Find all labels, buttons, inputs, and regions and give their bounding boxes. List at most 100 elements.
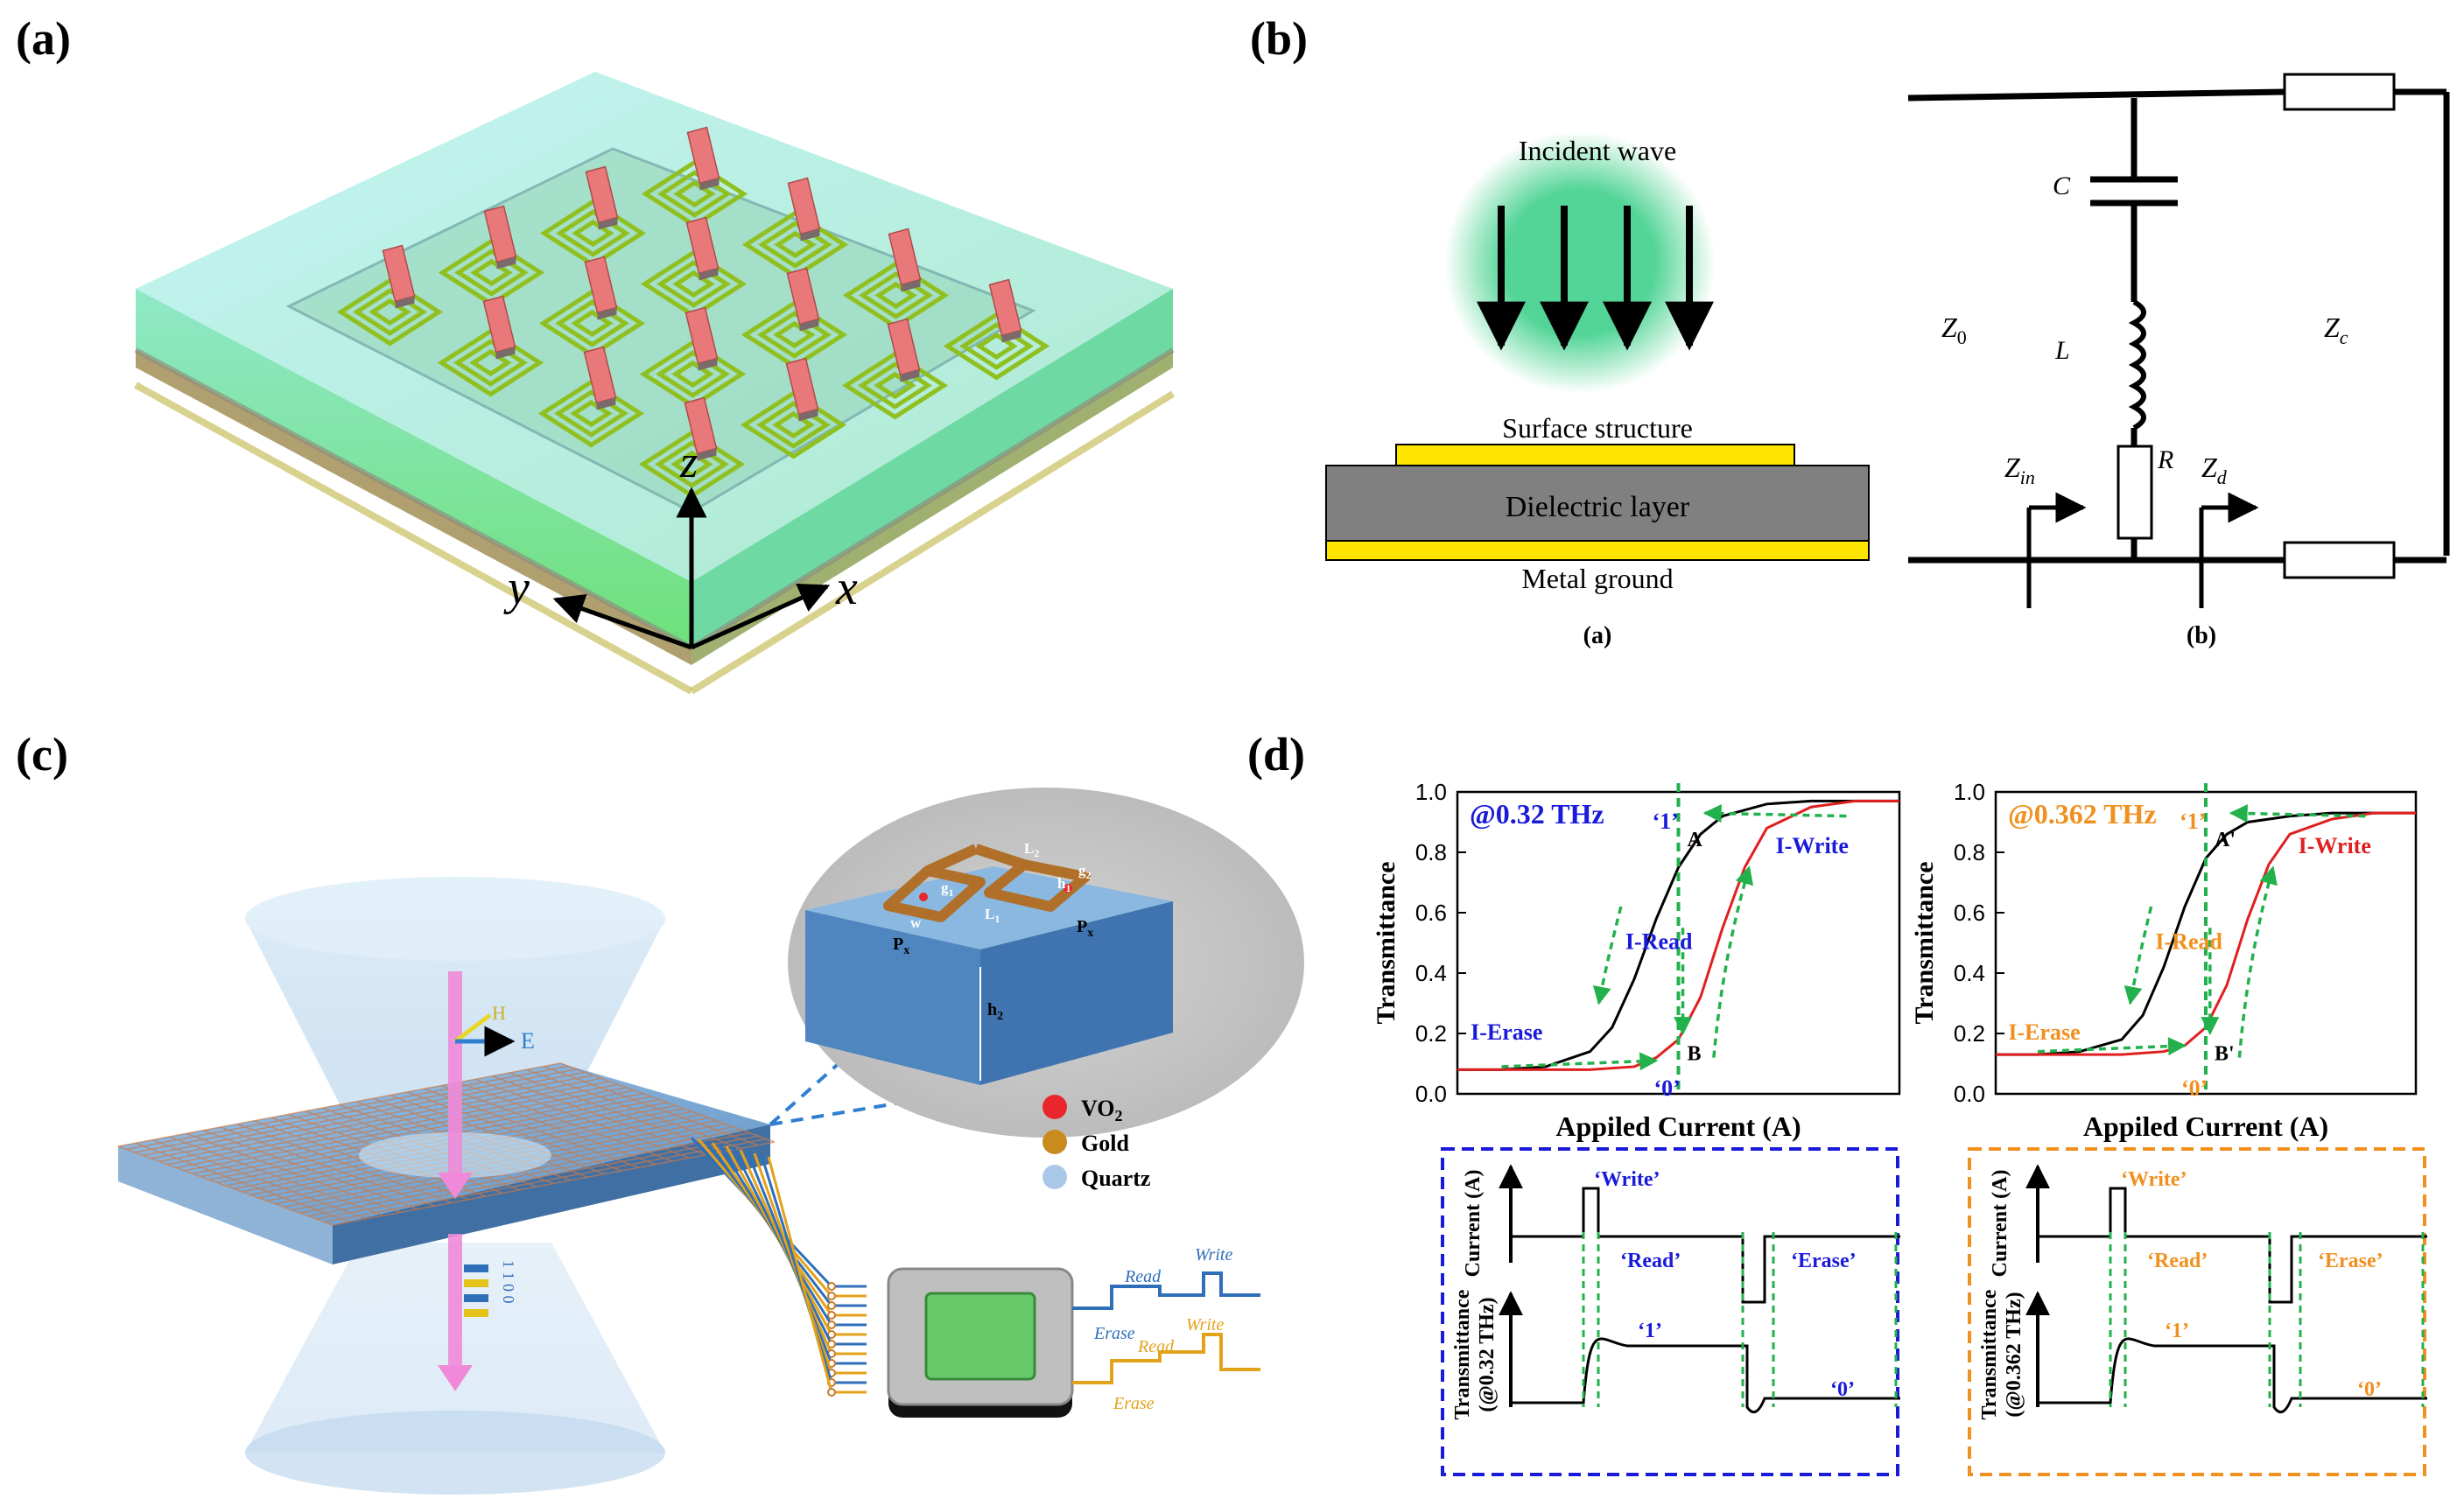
incident-wave-glow bbox=[1444, 131, 1716, 394]
panel-b-letter: (b) bbox=[1250, 12, 1308, 65]
y-tick-label: 0.6 bbox=[1415, 900, 1447, 926]
wire-pad bbox=[827, 1320, 836, 1329]
sub-caption-a: (a) bbox=[1583, 622, 1612, 649]
y-tick-label: 0.2 bbox=[1954, 1020, 1985, 1047]
i-write-label: I-Write bbox=[2299, 833, 2371, 858]
timing-state-1: ‘1’ bbox=[2165, 1320, 2189, 1342]
timing-right: Current (A)Transmittance(@0.362 THz)‘Wri… bbox=[1968, 1147, 2427, 1476]
transmittance-waveform bbox=[2038, 1337, 2427, 1414]
unit-cell-front bbox=[805, 910, 980, 1085]
spiral-ring bbox=[437, 328, 544, 397]
series-line bbox=[1996, 811, 2416, 1056]
bit-pattern: 1 1 0 0 bbox=[464, 1260, 517, 1317]
grid-line bbox=[509, 1072, 724, 1152]
spiral-ring bbox=[672, 270, 715, 298]
zin-label: Zin bbox=[2004, 452, 2035, 488]
spiral-ring bbox=[570, 399, 613, 428]
field-h-label: H bbox=[492, 1002, 506, 1024]
unit-cell-dimensions: Px Px h2 w L1 L2 g1 g2 h1 bbox=[893, 840, 1093, 1023]
transmittance-axis-sublabel: (@0.32 THz) bbox=[1476, 1297, 1499, 1411]
spiral-ring bbox=[772, 410, 815, 439]
spiral-ring bbox=[571, 309, 614, 338]
spiral-ring bbox=[859, 271, 933, 319]
hysteresis-arrow bbox=[1592, 906, 1623, 1005]
panel-c: (c) H E 1 1 0 0 bbox=[16, 728, 1304, 1495]
resonator-bar-shadow bbox=[798, 409, 818, 422]
metal-ground-label: Metal ground bbox=[1521, 563, 1673, 594]
svg-text:L1: L1 bbox=[985, 906, 1000, 925]
legend-quartz-swatch bbox=[1042, 1165, 1067, 1189]
gold-resonator bbox=[883, 844, 1091, 922]
timing-erase-label: ‘Erase’ bbox=[1791, 1250, 1857, 1272]
hysteresis-arrow bbox=[2237, 865, 2278, 1058]
control-wires bbox=[690, 1136, 867, 1397]
resonator-bars bbox=[382, 126, 1022, 461]
spiral-ring bbox=[858, 361, 932, 410]
wire-pad bbox=[827, 1282, 836, 1291]
grid-line bbox=[390, 1094, 606, 1175]
unit-cell-side bbox=[980, 901, 1173, 1085]
wire-pad bbox=[827, 1311, 836, 1320]
equivalent-circuit bbox=[1907, 73, 2450, 608]
current-axis-label: Current (A) bbox=[1989, 1170, 2011, 1278]
grid-line bbox=[316, 1135, 759, 1220]
dielectric-label: Dielectric layer bbox=[1506, 491, 1690, 523]
spiral-ring bbox=[453, 339, 528, 387]
y-tick-label: 0.0 bbox=[1415, 1081, 1447, 1107]
spiral-ring bbox=[975, 332, 1018, 361]
resistor-label: R bbox=[2157, 445, 2173, 474]
grid-line bbox=[474, 1078, 691, 1159]
i-read-label: I-Read bbox=[1625, 928, 1693, 954]
zd-label: Zd bbox=[2201, 452, 2228, 488]
spiral-ring bbox=[773, 320, 816, 349]
field-e-label: E bbox=[521, 1028, 535, 1054]
signal-write-1: Write bbox=[1195, 1245, 1232, 1264]
timing-left: Current (A)Transmittance(@0.32 THz)‘Writ… bbox=[1441, 1147, 1900, 1476]
zc-label: Zc bbox=[2324, 312, 2348, 348]
i-write-label: I-Write bbox=[1776, 833, 1849, 858]
resonator-bar-shadow bbox=[1001, 330, 1021, 343]
slab-side bbox=[333, 1124, 770, 1264]
signal-waveforms bbox=[1072, 1271, 1260, 1384]
i-erase-label: I-Erase bbox=[1471, 1019, 1542, 1045]
sub-caption-b: (b) bbox=[2187, 622, 2216, 649]
timing-frame bbox=[1441, 1147, 1899, 1476]
resonator-bar-shadow bbox=[699, 178, 720, 191]
panel-b: (b) Incident wave Surface structure Diel… bbox=[1250, 12, 2450, 649]
spiral-ring bbox=[671, 360, 714, 389]
metal-ground bbox=[1325, 540, 1870, 561]
current-waveform bbox=[2038, 1187, 2427, 1304]
surface-structure bbox=[1395, 444, 1795, 466]
y-tick-label: 1.0 bbox=[1954, 779, 1985, 805]
spiral-ring bbox=[874, 281, 917, 310]
timing-state-1: ‘1’ bbox=[1638, 1320, 1662, 1342]
resonator-bar-shadow bbox=[698, 268, 719, 281]
svg-text:w: w bbox=[910, 914, 922, 931]
grid-line bbox=[559, 1062, 776, 1143]
legend-gold-swatch bbox=[1042, 1130, 1067, 1154]
y-tick-label: 0.8 bbox=[1415, 839, 1447, 865]
signal-read-1: Read bbox=[1124, 1267, 1162, 1286]
legend-quartz-label: Quartz bbox=[1081, 1166, 1150, 1191]
y-tick-label: 1.0 bbox=[1415, 779, 1447, 805]
spiral-ring bbox=[756, 401, 831, 449]
ground-left bbox=[136, 350, 691, 665]
spiral-ring bbox=[572, 219, 614, 248]
panel-a-letter: (a) bbox=[16, 12, 71, 65]
beam-out bbox=[448, 1234, 462, 1365]
timing-state-0: ‘0’ bbox=[1830, 1378, 1855, 1401]
svg-text:h1: h1 bbox=[1057, 875, 1071, 894]
slab-right-face bbox=[691, 289, 1173, 648]
spiral-ring bbox=[670, 450, 713, 479]
resonator-bar-shadow bbox=[495, 347, 516, 360]
transmittance-waveform bbox=[1511, 1337, 1900, 1414]
grid-line bbox=[458, 1082, 673, 1162]
slab-left-face bbox=[136, 289, 691, 648]
timing-write-label: ‘Write’ bbox=[2121, 1168, 2187, 1191]
y-tick-label: 0.4 bbox=[1954, 960, 1985, 986]
state-0-label: ‘0’ bbox=[2181, 1075, 2208, 1101]
panel-c-letter: (c) bbox=[16, 728, 68, 781]
